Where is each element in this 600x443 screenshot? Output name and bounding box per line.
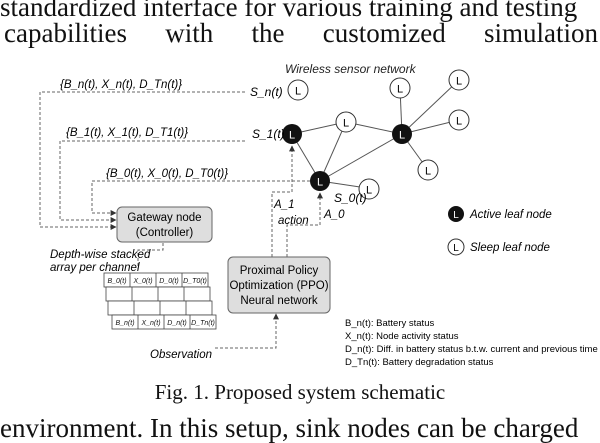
sleep-leaf-node: L [448, 69, 470, 91]
active-leaf-node: L [392, 124, 412, 144]
svg-text:L: L [343, 118, 349, 130]
tuple-1: {B_1(t), X_1(t), D_T1(t)} [66, 127, 188, 139]
svg-text:Neural network: Neural network [240, 295, 318, 307]
svg-text:L: L [425, 166, 431, 178]
svg-text:L: L [453, 210, 459, 221]
svg-text:L: L [456, 116, 462, 128]
a0-label: A_0 [323, 209, 345, 221]
observation-label: Observation [150, 349, 212, 361]
state-feedback-lines [39, 91, 323, 349]
active-leaf-node: L [310, 171, 330, 191]
svg-text:X_0(t): X_0(t) [132, 278, 152, 285]
sleep-leaf-node: L [448, 109, 470, 131]
legend-sleep: L Sleep leaf node [447, 238, 550, 256]
svg-text:L: L [317, 177, 323, 189]
network-title: Wireless sensor network [285, 62, 417, 76]
body-text-line-top: standardized interface for various train… [0, 0, 578, 22]
body-text-line-2: capabilities with the customized simulat… [0, 18, 598, 48]
ppo-box: Proximal Policy Optimization (PPO) Neura… [227, 256, 331, 314]
figure-caption: Fig. 1. Proposed system schematic [154, 380, 446, 404]
svg-text:X_n(t): X_n(t) [140, 320, 160, 327]
svg-text:(Controller): (Controller) [136, 227, 194, 239]
svg-text:D_n(t): D_n(t) [167, 320, 186, 327]
body-text-line-bottom: environment. In this setup, sink nodes c… [0, 413, 579, 443]
svg-text:D_0(t): D_0(t) [159, 278, 178, 285]
svg-text:B_n(t): B_n(t) [115, 320, 134, 327]
svg-text:Proximal Policy: Proximal Policy [240, 265, 319, 277]
label-sn: S_n(t) [250, 85, 283, 99]
gateway-node-box: Gateway node (Controller) [116, 206, 213, 243]
sleep-leaf-node: L [335, 111, 357, 133]
svg-text:B_0(t): B_0(t) [107, 278, 126, 285]
sleep-leaf-node: L [358, 178, 380, 200]
word: with [165, 18, 214, 48]
action-label: action [278, 215, 309, 227]
sleep-leaf-node: L [389, 77, 411, 99]
tuple-0: {B_0(t), X_0(t), D_T0(t)} [106, 168, 228, 180]
svg-text:Gateway node: Gateway node [127, 212, 201, 224]
label-s0: S_0(t) [334, 191, 367, 205]
stack-caption-2: array per channel [50, 262, 140, 274]
svg-text:L: L [397, 84, 403, 96]
word: capabilities [4, 18, 127, 48]
sleep-leaf-node: L [417, 159, 439, 181]
svg-text:Sleep leaf node: Sleep leaf node [470, 242, 550, 254]
svg-text:L: L [453, 243, 459, 254]
active-leaf-node: L [282, 124, 302, 144]
word: the [251, 18, 285, 48]
svg-text:L: L [399, 130, 405, 142]
legend-active: L Active leaf node [448, 206, 552, 222]
label-s1: S_1(t) [252, 127, 285, 141]
svg-text:D_n(t): Diff. in battery statu: D_n(t): Diff. in battery status b.t.w. c… [345, 344, 600, 355]
svg-text:D_Tn(t): D_Tn(t) [191, 320, 215, 327]
svg-text:Active leaf node: Active leaf node [469, 209, 552, 221]
svg-text:Optimization (PPO): Optimization (PPO) [229, 280, 328, 292]
word: simulation [484, 18, 598, 48]
tuple-n: {B_n(t), X_n(t), D_Tn(t)} [60, 79, 182, 91]
definitions: B_n(t): Battery status X_n(t): Node acti… [345, 318, 600, 368]
a1-label: A_1 [273, 199, 294, 211]
svg-text:D_T0(t): D_T0(t) [183, 278, 207, 285]
sleep-leaf-node: L [287, 79, 309, 101]
svg-text:L: L [289, 130, 295, 142]
svg-text:L: L [456, 76, 462, 88]
stack-caption-1: Depth-wise stacked [50, 249, 151, 261]
svg-text:X_n(t): Node activity status: X_n(t): Node activity status [345, 331, 459, 342]
svg-text:L: L [295, 86, 301, 98]
svg-text:D_Tn(t): Battery degradation s: D_Tn(t): Battery degradation status [345, 357, 494, 368]
stacked-array: B_0(t) X_0(t) D_0(t) D_T0(t) B_n(t) X_n(… [103, 272, 217, 330]
svg-text:L: L [366, 185, 372, 197]
svg-text:B_n(t): Battery status: B_n(t): Battery status [345, 318, 434, 329]
word: customized [322, 18, 446, 48]
system-schematic-figure: Wireless sensor network L L L L L L [39, 62, 600, 368]
